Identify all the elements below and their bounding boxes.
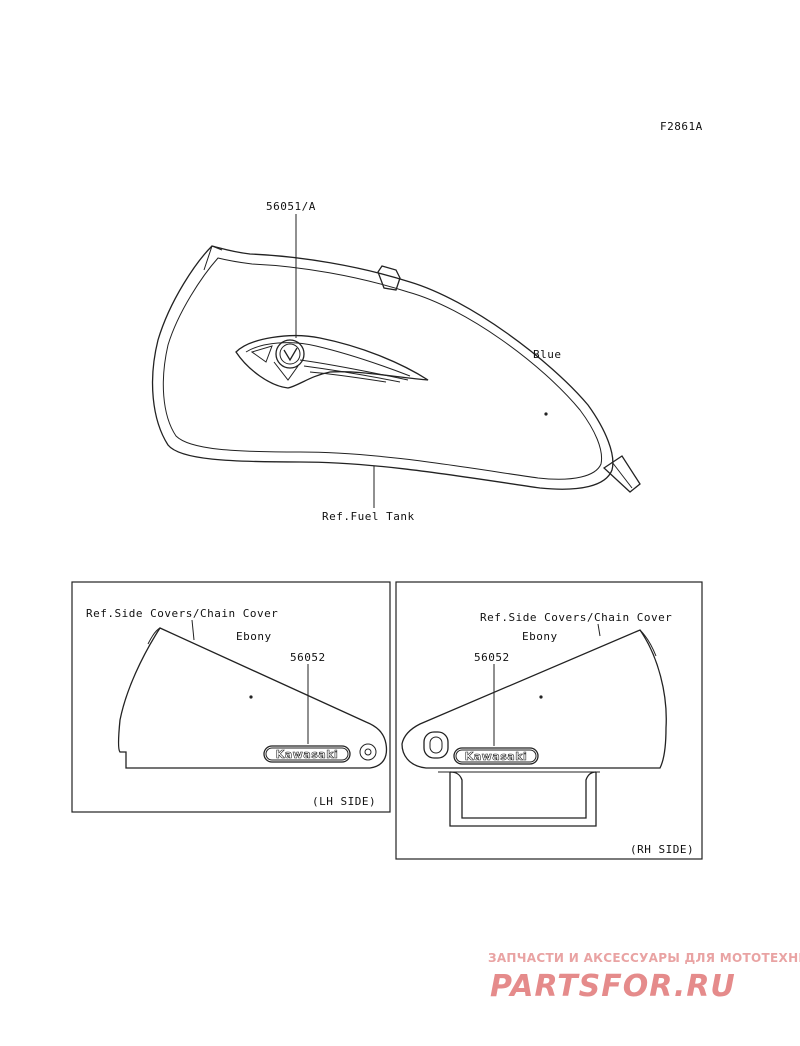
fuel-tank-inner-outline [162,257,603,480]
fuel-tank-front-lip [203,245,223,271]
rh-side-panel [395,581,703,860]
lh-side-panel [71,581,391,813]
fuel-tank-drawing [151,245,641,493]
tank-part-number: 56051/A [266,200,316,213]
rh-kawasaki-badge [453,747,539,765]
lh-color-point [249,695,253,699]
rh-side-cover-drawing: Kawasaki [401,629,667,827]
rh-badge-text: Kawasaki [465,750,528,763]
fuel-cap [377,265,401,291]
figure-code: F2861A [660,120,703,133]
rh-color-label: Ebony [522,630,558,643]
rh-color-point [539,695,543,699]
rh-part-number: 56052 [474,651,510,664]
lh-kawasaki-badge [263,745,351,763]
lh-ref-label: Ref.Side Covers/Chain Cover [86,607,278,620]
lh-badge-text: Kawasaki [276,748,339,761]
lh-side-cover-drawing: Kawasaki [117,627,388,769]
watermark-brand: PARTSFOR.RU [490,969,736,1004]
rh-ref-label: Ref.Side Covers/Chain Cover [480,611,672,624]
fuel-tank-rear-tab [602,455,641,493]
rh-ref-leader [597,623,601,637]
rh-chain-cover [449,771,597,827]
rh-side-label: (RH SIDE) [630,843,694,856]
fuel-tank-rear-tab-edge [611,461,633,489]
fuel-tank-outline [151,245,614,490]
watermark-tagline: ЗАПЧАСТИ И АКСЕССУАРЫ ДЛЯ МОТОТЕХНИКИ [488,951,800,965]
lh-color-label: Ebony [236,630,272,643]
lh-ref-leader [191,619,195,641]
lh-side-label: (LH SIDE) [312,795,376,808]
rh-cover-boss [423,731,449,759]
tank-color-label: Blue [533,348,562,361]
tank-emblem [235,335,429,389]
lh-part-number: 56052 [290,651,326,664]
tank-ref-label: Ref.Fuel Tank [322,510,415,523]
tank-color-point [544,412,548,416]
